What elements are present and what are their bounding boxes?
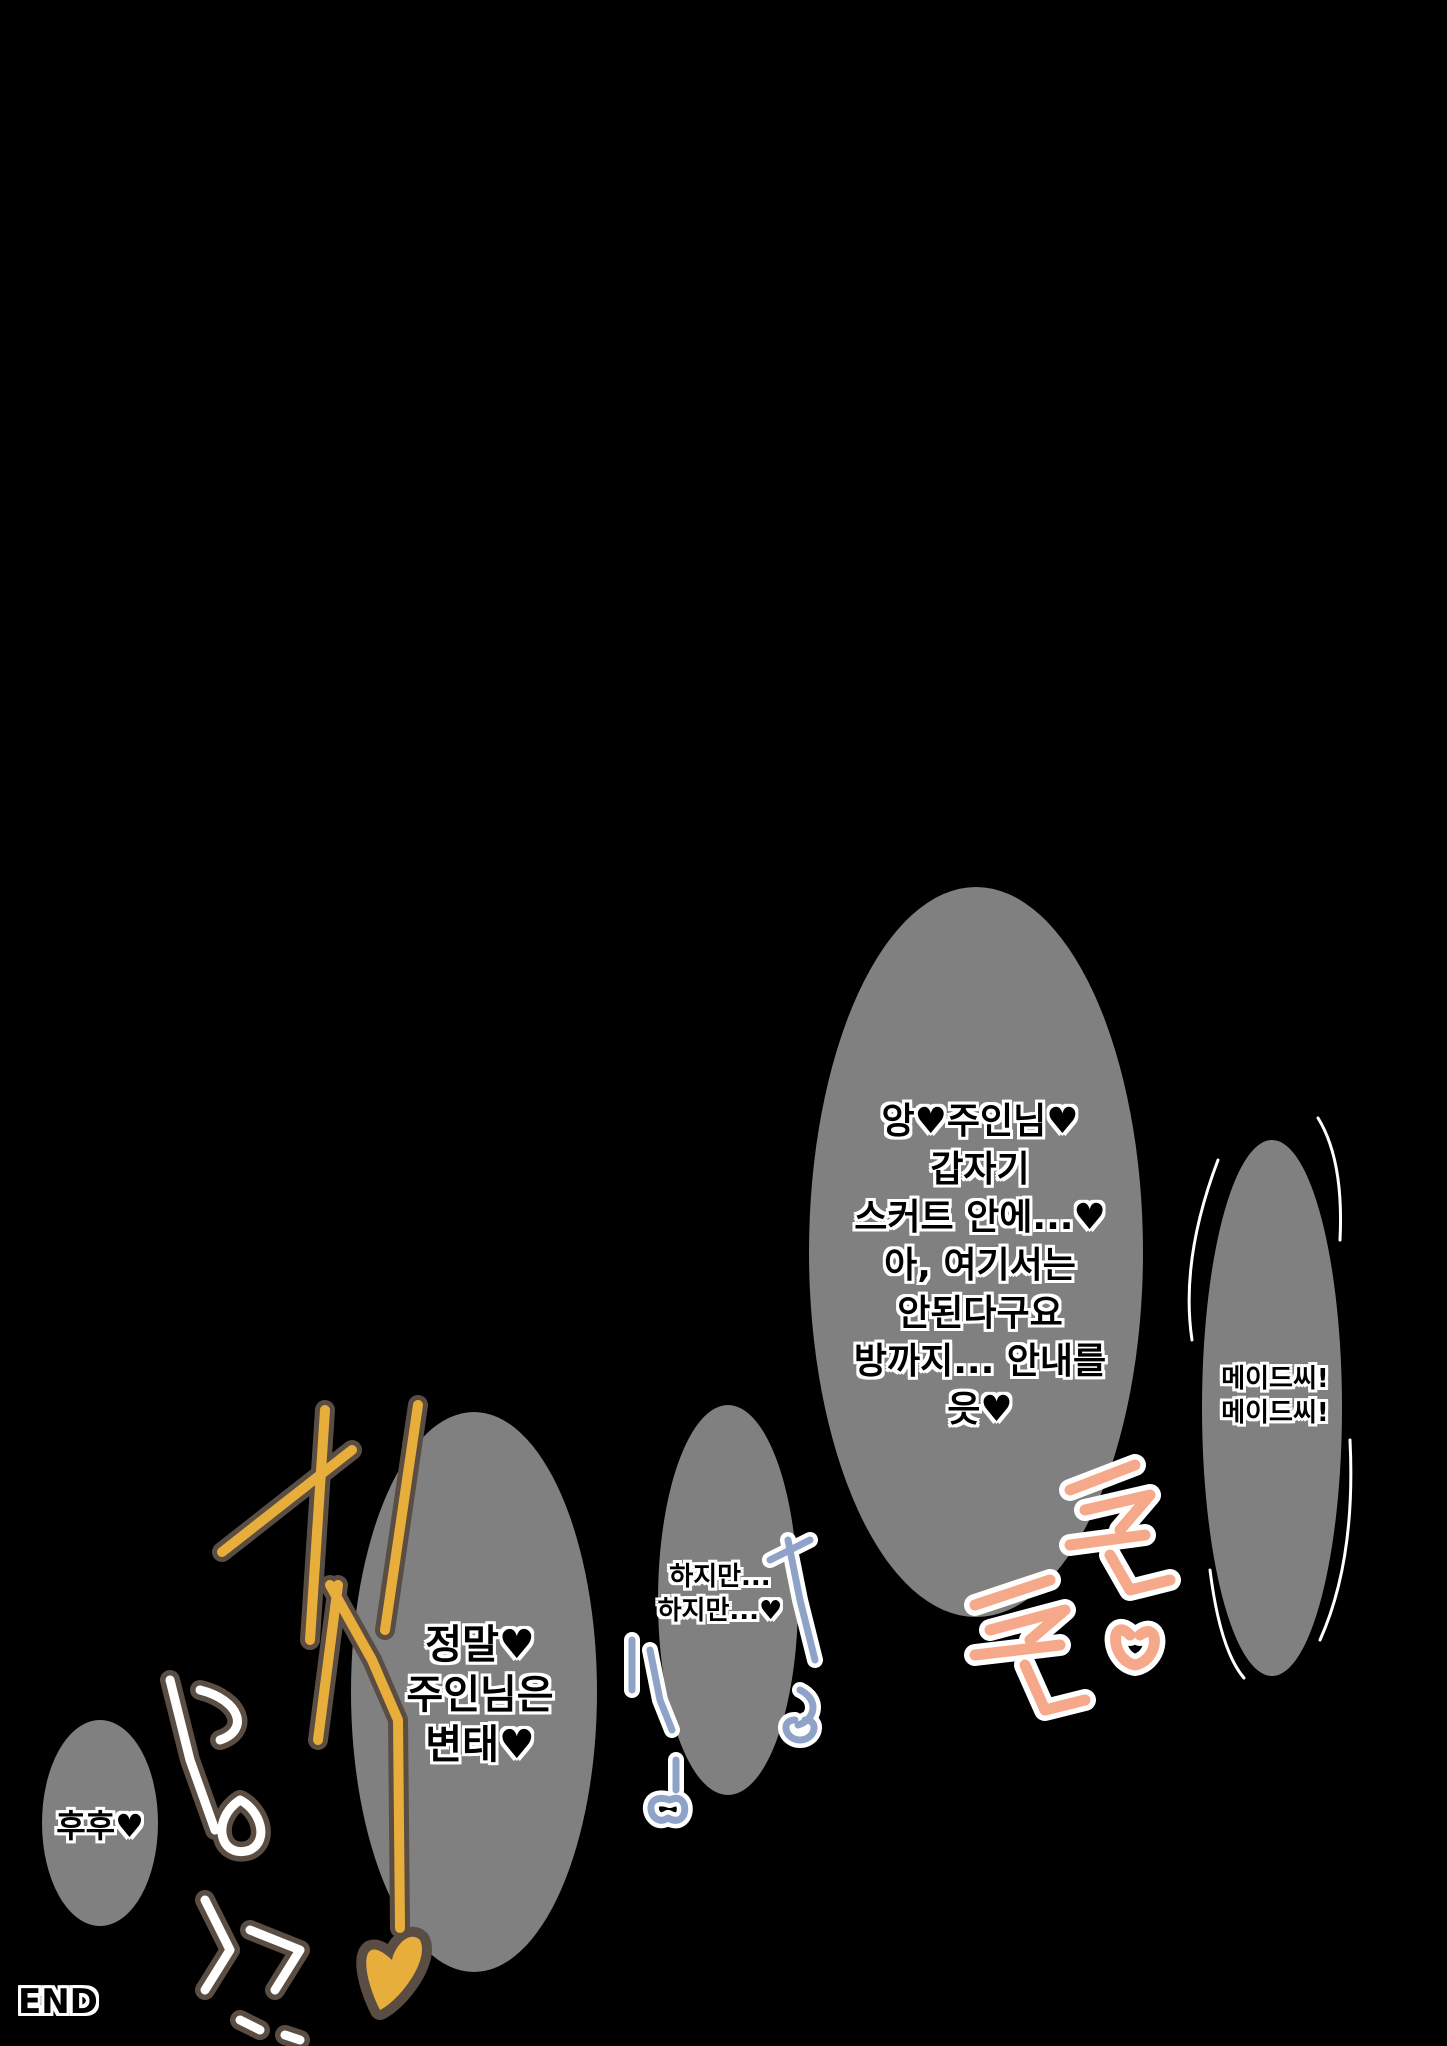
bubble-maid xyxy=(1202,1140,1342,1676)
bubble-really-text: 정말♥ 주인님은 변태♥ xyxy=(406,1622,554,1768)
bubble-maid-text: 메이드씨! 메이드씨! xyxy=(1221,1364,1329,1428)
bubble-fufu xyxy=(42,1720,158,1926)
bubble-main xyxy=(809,887,1143,1617)
bubble-fufu-text: 후후♥ xyxy=(56,1807,144,1845)
bubble-really xyxy=(351,1412,597,1972)
sfx-blue xyxy=(624,1532,823,1829)
bubble-but xyxy=(658,1405,798,1795)
sfx-orange xyxy=(212,1395,432,2020)
motion-lines xyxy=(1187,1116,1353,1680)
bubble-but-text: 하지만... 하지만...♥ xyxy=(657,1562,783,1626)
bubble-main-text: 앙♥주인님♥ 갑자기 스커트 안에...♥ 아, 여기서는 안된다구요 방까지.… xyxy=(853,1101,1107,1430)
sfx-peach xyxy=(964,1454,1181,1721)
end-label: END xyxy=(18,1982,98,2022)
sfx-white xyxy=(160,1670,310,2046)
